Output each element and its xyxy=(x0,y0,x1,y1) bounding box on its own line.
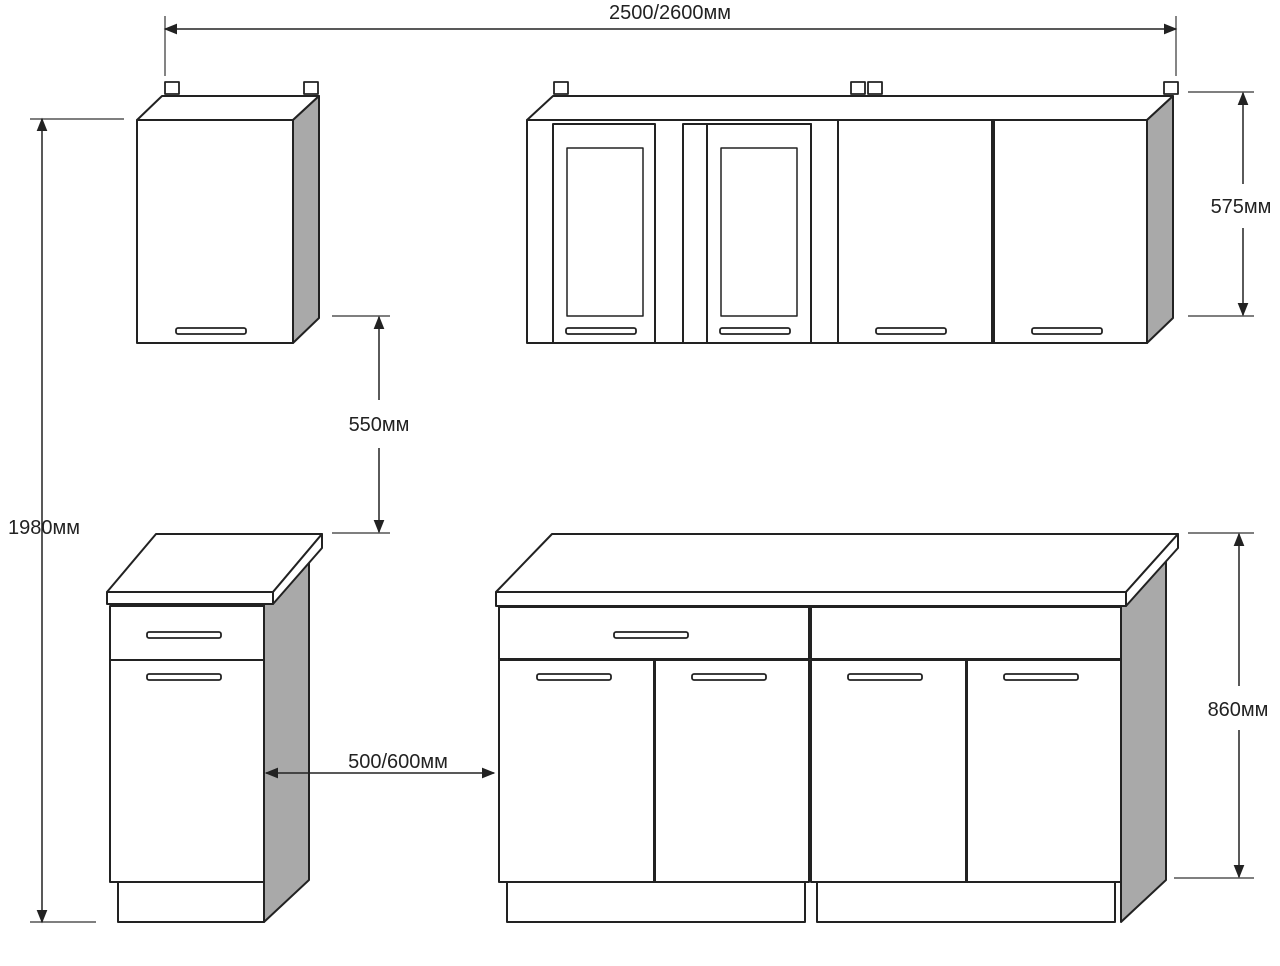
base-drawer xyxy=(810,606,1122,660)
plinth xyxy=(506,881,806,923)
handle-icon xyxy=(875,327,947,335)
handle-icon xyxy=(847,673,923,681)
hanger-bracket-icon xyxy=(553,81,569,95)
handle-icon xyxy=(719,327,791,335)
wall-cabinet-single-top xyxy=(136,95,320,121)
wall-cabinet-single-side xyxy=(292,95,320,344)
module-width-label: 500/600мм xyxy=(348,751,448,773)
countertop-single-front xyxy=(106,591,274,605)
plinth xyxy=(816,881,1116,923)
handle-icon xyxy=(536,673,612,681)
countertop-row-top xyxy=(495,533,1179,593)
handle-icon xyxy=(565,327,637,335)
wall-door xyxy=(837,119,993,344)
base-cabinet-single xyxy=(106,533,323,923)
base-cabinet-row-side xyxy=(1120,559,1167,923)
wall-cabinet-row-side xyxy=(1146,95,1174,344)
wall-cabinet-row xyxy=(526,81,1179,344)
hanger-bracket-icon xyxy=(303,81,319,95)
handle-icon xyxy=(1031,327,1103,335)
hanger-bracket-icon xyxy=(850,81,866,95)
plinth xyxy=(117,881,265,923)
hanger-bracket-icon xyxy=(867,81,883,95)
handle-icon xyxy=(175,327,247,335)
wall-cabinet-single-door xyxy=(136,119,294,344)
hanger-bracket-icon xyxy=(164,81,180,95)
base-cabinet-row xyxy=(495,533,1179,923)
glass-door-pane xyxy=(720,147,798,317)
total-width-label: 2500/2600мм xyxy=(609,2,731,24)
handle-icon xyxy=(1003,673,1079,681)
handle-icon xyxy=(613,631,689,639)
wall-cabinet-single xyxy=(136,81,320,344)
base-door xyxy=(810,659,967,883)
wall-door xyxy=(993,119,1148,344)
base-door xyxy=(966,659,1122,883)
base-cabinet-single-side xyxy=(263,557,310,923)
glass-door-pane xyxy=(566,147,644,317)
gap-height-label: 550мм xyxy=(349,414,410,436)
wall-cabinet-height-label: 575мм xyxy=(1211,196,1272,218)
base-door xyxy=(109,659,265,883)
wall-cabinet-row-top xyxy=(526,95,1174,121)
handle-icon xyxy=(691,673,767,681)
total-height-label: 1980мм xyxy=(8,517,80,539)
base-door xyxy=(498,659,655,883)
handle-icon xyxy=(146,631,222,639)
hanger-bracket-icon xyxy=(1163,81,1179,95)
countertop-row-front xyxy=(495,591,1127,607)
base-door xyxy=(654,659,810,883)
base-cabinet-height-label: 860мм xyxy=(1208,699,1269,721)
handle-icon xyxy=(146,673,222,681)
